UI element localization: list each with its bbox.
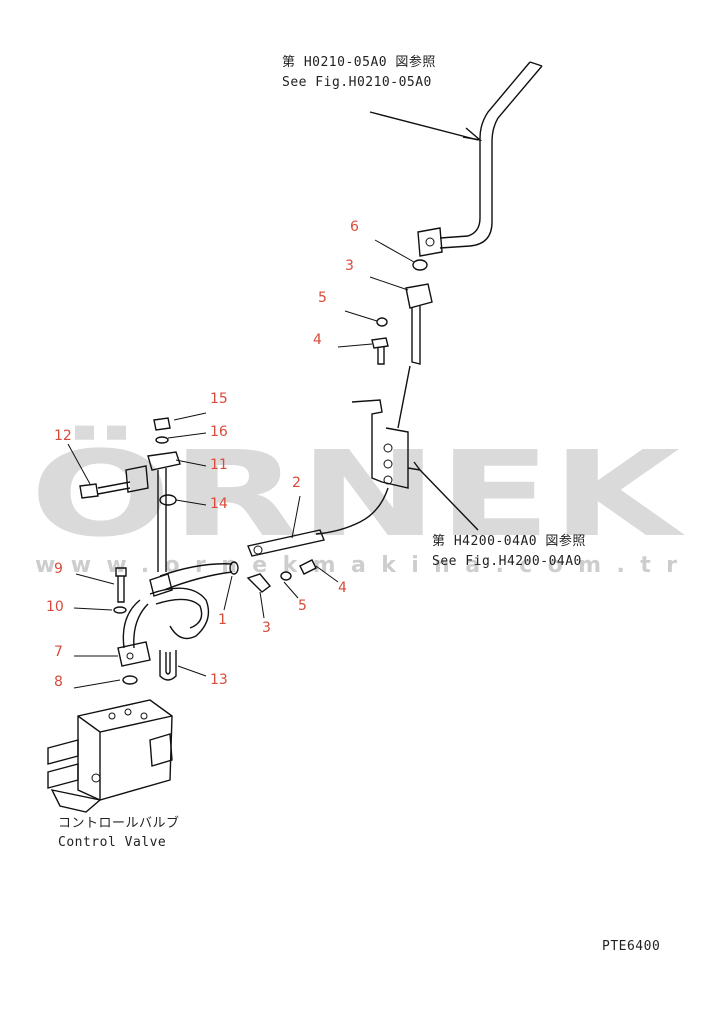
watermark-brand: ÖRNEK: [30, 425, 686, 563]
middle-pipe: [73, 561, 239, 681]
left-pipe-assembly: [67, 412, 207, 572]
callout-11: 11: [210, 457, 228, 473]
callout-3b: 3: [262, 620, 271, 636]
ref-control-en: Control Valve: [58, 835, 166, 850]
bracket-block: [315, 399, 479, 535]
ref-control-jp: コントロールバルブ: [58, 815, 180, 831]
callout-9: 9: [54, 561, 63, 577]
callout-2: 2: [292, 475, 301, 491]
hose-end-parts: [246, 559, 339, 619]
callout-5: 5: [318, 290, 327, 306]
flange-assembly: [337, 239, 433, 429]
callout-8: 8: [54, 674, 63, 690]
ref-mid-en: See Fig.H4200-04A0: [432, 554, 582, 569]
drawing-code: PTE6400: [602, 939, 660, 954]
callout-16: 16: [210, 424, 228, 440]
callout-7: 7: [54, 644, 63, 660]
callout-4: 4: [313, 332, 322, 348]
ref-mid-jp: 第 H4200-04A0 図参照: [432, 533, 586, 549]
callout-5b: 5: [298, 598, 307, 614]
callout-4b: 4: [338, 580, 347, 596]
callout-14: 14: [210, 496, 228, 512]
callout-12: 12: [54, 428, 72, 444]
callout-15: 15: [210, 391, 228, 407]
callout-13: 13: [210, 672, 228, 688]
callout-10: 10: [46, 599, 64, 615]
watermark: ÖRNEK www.ornekmakina.com.tr: [30, 425, 686, 578]
ref-top-en: See Fig.H0210-05A0: [282, 75, 432, 90]
ref-top-jp: 第 H0210-05A0 図参照: [282, 54, 436, 70]
callout-1: 1: [218, 612, 227, 628]
hose-2: [247, 495, 325, 557]
callout-6: 6: [350, 219, 359, 235]
callout-3: 3: [345, 258, 354, 274]
upper-pipe: [369, 61, 543, 257]
control-valve: [47, 675, 173, 813]
